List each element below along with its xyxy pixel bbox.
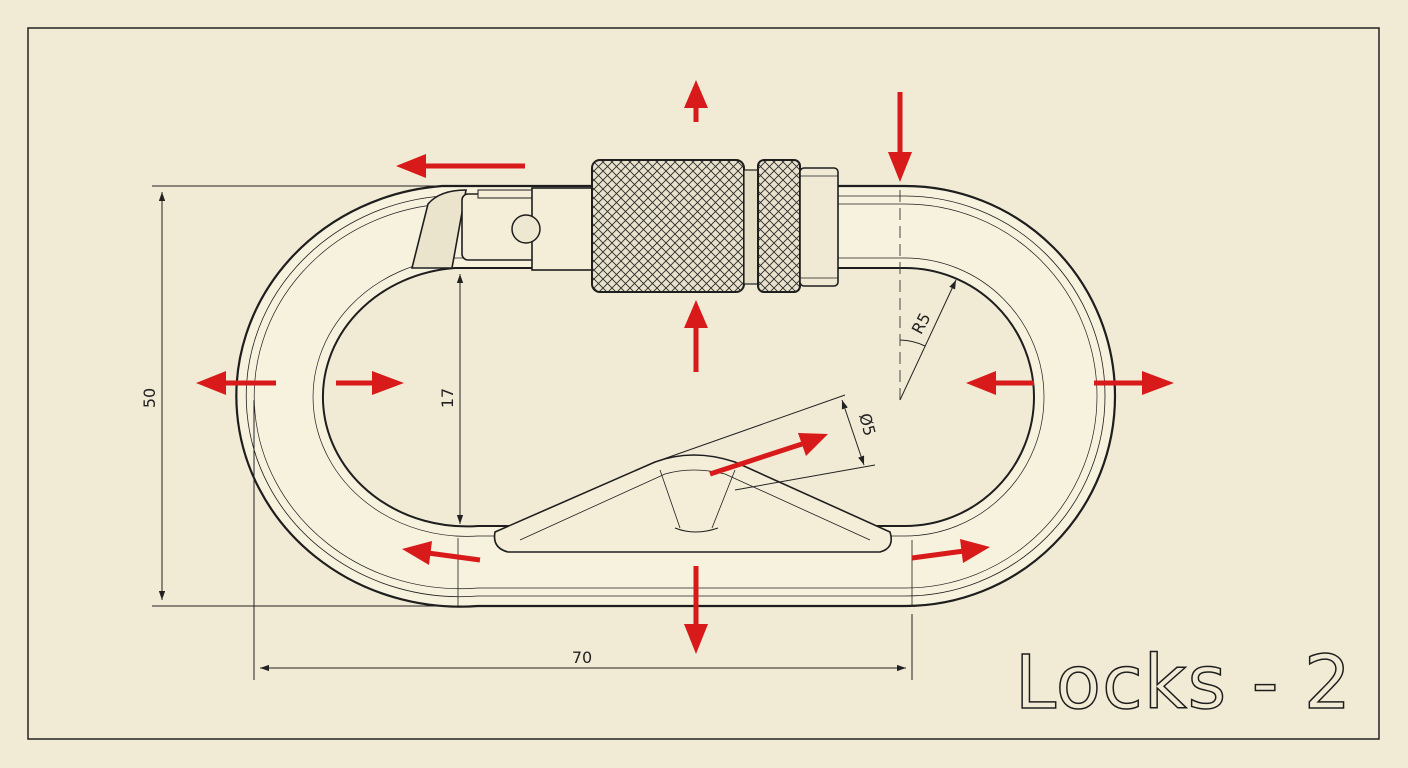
dimension-height [152, 185, 470, 607]
dimension-width-label: 70 [572, 648, 592, 667]
drawing-title: Locks - 2 [1015, 640, 1352, 726]
carabiner-body [235, 184, 1117, 608]
force-arrow-bottom-down [684, 566, 708, 654]
force-arrow-right-inner [966, 371, 1034, 395]
force-arrow-gate-left [396, 154, 525, 178]
force-arrow-right-outer [1094, 371, 1174, 395]
force-arrow-top-down [888, 92, 912, 182]
force-arrow-left-inner [336, 371, 404, 395]
dimension-height-label: 50 [140, 388, 159, 408]
force-arrow-bottom-left [402, 541, 481, 565]
force-arrow-sleeve-down-up [684, 300, 708, 372]
dimension-inner-height-label: 17 [438, 388, 457, 408]
gate-pin [511, 214, 541, 244]
spine-ridge [493, 454, 893, 553]
force-arrow-bottom-right [911, 539, 990, 563]
force-arrows [196, 80, 1174, 654]
force-arrow-spine-diagonal [709, 433, 828, 477]
gate-rod [461, 187, 595, 271]
dimension-diameter [654, 394, 876, 491]
drawing-border [27, 27, 1380, 740]
dimension-width [253, 400, 913, 680]
dimension-radius [899, 279, 957, 401]
force-arrow-left-outer [196, 371, 276, 395]
locking-sleeve [591, 159, 839, 293]
latch-nose [410, 189, 467, 269]
force-arrow-sleeve-up [684, 80, 708, 122]
